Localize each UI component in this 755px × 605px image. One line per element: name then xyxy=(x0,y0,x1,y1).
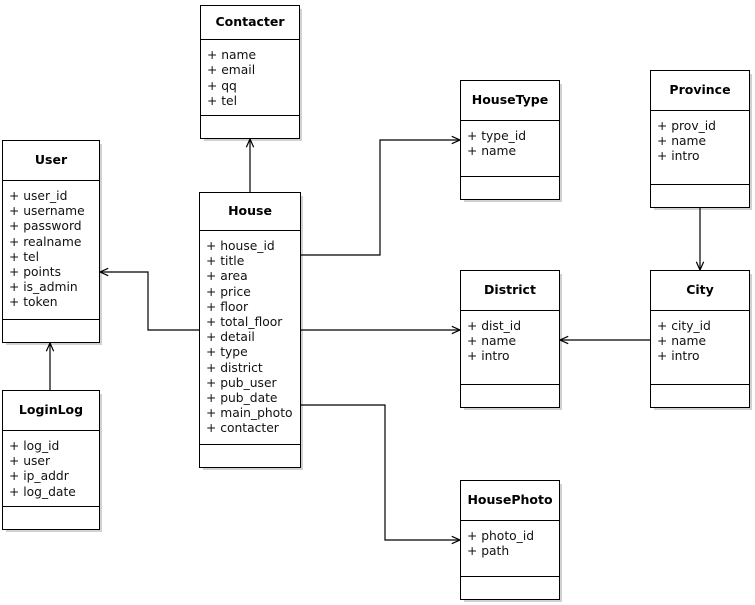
operation-compartment-contacter xyxy=(201,116,299,138)
arrowhead-icon xyxy=(451,535,462,545)
association-line xyxy=(301,404,460,541)
operation-compartment-housetype xyxy=(461,177,559,199)
attribute-compartment-house: + house_id+ title+ area+ price+ floor+ t… xyxy=(200,231,300,445)
arrowhead-icon xyxy=(558,335,569,345)
attribute-row: + log_date xyxy=(9,484,76,499)
operation-compartment-city xyxy=(651,385,749,407)
attribute-row: + log_id xyxy=(9,439,60,453)
attribute-row: + contacter xyxy=(206,421,279,436)
attribute-compartment-loginlog: + log_id+ user+ ip_addr+ log_date xyxy=(3,431,99,507)
association-house-district xyxy=(301,325,462,335)
arrowhead-icon xyxy=(98,267,109,277)
attribute-row: + name xyxy=(467,144,517,159)
attribute-row: + user_id xyxy=(9,189,68,203)
association-house-contacter xyxy=(245,137,255,192)
attribute-row: + username xyxy=(9,204,85,219)
association-loginlog-user xyxy=(45,341,55,390)
attribute-compartment-district: + dist_id+ name+ intro xyxy=(461,311,559,385)
attribute-row: + city_id xyxy=(657,319,711,333)
operation-compartment-housephoto xyxy=(461,577,559,599)
operation-compartment-loginlog xyxy=(3,507,99,529)
attribute-row: + total_floor xyxy=(206,315,283,330)
attribute-row: + intro xyxy=(467,349,510,364)
attribute-row: + detail xyxy=(206,330,255,345)
uml-class-district[interactable]: District+ dist_id+ name+ intro xyxy=(460,270,560,408)
class-name-user: User xyxy=(3,141,99,181)
attribute-row: + prov_id xyxy=(657,119,716,133)
association-house-housephoto xyxy=(301,404,462,545)
attribute-compartment-user: + user_id+ username+ password+ realname+… xyxy=(3,181,99,320)
attribute-row: + qq xyxy=(207,78,237,93)
attribute-row: + floor xyxy=(206,299,249,314)
attribute-row: + title xyxy=(206,254,245,269)
attribute-row: + tel xyxy=(9,249,40,264)
attribute-row: + name xyxy=(657,134,707,149)
attribute-row: + type xyxy=(206,345,248,360)
arrowhead-icon xyxy=(45,341,55,352)
association-line xyxy=(301,139,460,256)
attribute-row: + path xyxy=(467,544,510,559)
uml-class-user[interactable]: User+ user_id+ username+ password+ realn… xyxy=(2,140,100,343)
uml-class-contacter[interactable]: Contacter+ name+ email+ qq+ tel xyxy=(200,5,300,139)
attribute-row: + intro xyxy=(657,349,700,364)
class-name-city: City xyxy=(651,271,749,311)
class-name-district: District xyxy=(461,271,559,311)
attribute-row: + password xyxy=(9,219,82,234)
arrowhead-icon xyxy=(451,135,462,145)
attribute-row: + pub_date xyxy=(206,391,278,406)
uml-class-housetype[interactable]: HouseType+ type_id+ name xyxy=(460,80,560,200)
attribute-row: + name xyxy=(467,334,517,349)
attribute-row: + type_id xyxy=(467,129,527,143)
association-province-city xyxy=(695,208,705,272)
uml-class-city[interactable]: City+ city_id+ name+ intro xyxy=(650,270,750,408)
uml-class-house[interactable]: House+ house_id+ title+ area+ price+ flo… xyxy=(199,192,301,468)
class-name-province: Province xyxy=(651,71,749,111)
attribute-row: + intro xyxy=(657,149,700,164)
attribute-row: + house_id xyxy=(206,239,275,253)
attribute-row: + name xyxy=(207,48,257,63)
association-city-district xyxy=(558,335,650,345)
attribute-row: + email xyxy=(207,63,256,78)
attribute-row: + dist_id xyxy=(467,319,522,333)
uml-class-housephoto[interactable]: HousePhoto+ photo_id+ path xyxy=(460,480,560,600)
class-name-house: House xyxy=(200,193,300,231)
attribute-row: + is_admin xyxy=(9,280,78,295)
attribute-row: + main_photo xyxy=(206,406,293,421)
attribute-compartment-housephoto: + photo_id+ path xyxy=(461,521,559,577)
attribute-row: + price xyxy=(206,284,251,299)
attribute-compartment-province: + prov_id+ name+ intro xyxy=(651,111,749,185)
attribute-row: + user xyxy=(9,454,51,469)
attribute-compartment-city: + city_id+ name+ intro xyxy=(651,311,749,385)
arrowhead-icon xyxy=(245,137,255,148)
attribute-row: + name xyxy=(657,334,707,349)
attribute-compartment-housetype: + type_id+ name xyxy=(461,121,559,177)
attribute-row: + district xyxy=(206,360,263,375)
association-house-housetype xyxy=(301,135,462,256)
operation-compartment-user xyxy=(3,320,99,342)
arrowhead-icon xyxy=(451,325,462,335)
attribute-row: + token xyxy=(9,295,58,310)
attribute-row: + realname xyxy=(9,234,82,249)
class-name-contacter: Contacter xyxy=(201,6,299,41)
operation-compartment-district xyxy=(461,385,559,407)
attribute-row: + ip_addr xyxy=(9,469,69,484)
uml-class-province[interactable]: Province+ prov_id+ name+ intro xyxy=(650,70,750,208)
uml-class-loginlog[interactable]: LoginLog+ log_id+ user+ ip_addr+ log_dat… xyxy=(2,390,100,530)
class-name-housephoto: HousePhoto xyxy=(461,481,559,521)
operation-compartment-house xyxy=(200,445,300,467)
operation-compartment-province xyxy=(651,185,749,207)
attribute-row: + tel xyxy=(207,93,238,108)
association-house-user xyxy=(98,267,199,331)
association-line xyxy=(100,271,199,331)
attribute-row: + points xyxy=(9,265,61,280)
arrowhead-icon xyxy=(695,261,705,272)
attribute-row: + area xyxy=(206,269,248,284)
class-name-loginlog: LoginLog xyxy=(3,391,99,431)
attribute-row: + pub_user xyxy=(206,375,277,390)
class-name-housetype: HouseType xyxy=(461,81,559,121)
attribute-compartment-contacter: + name+ email+ qq+ tel xyxy=(201,40,299,116)
attribute-row: + photo_id xyxy=(467,529,535,543)
